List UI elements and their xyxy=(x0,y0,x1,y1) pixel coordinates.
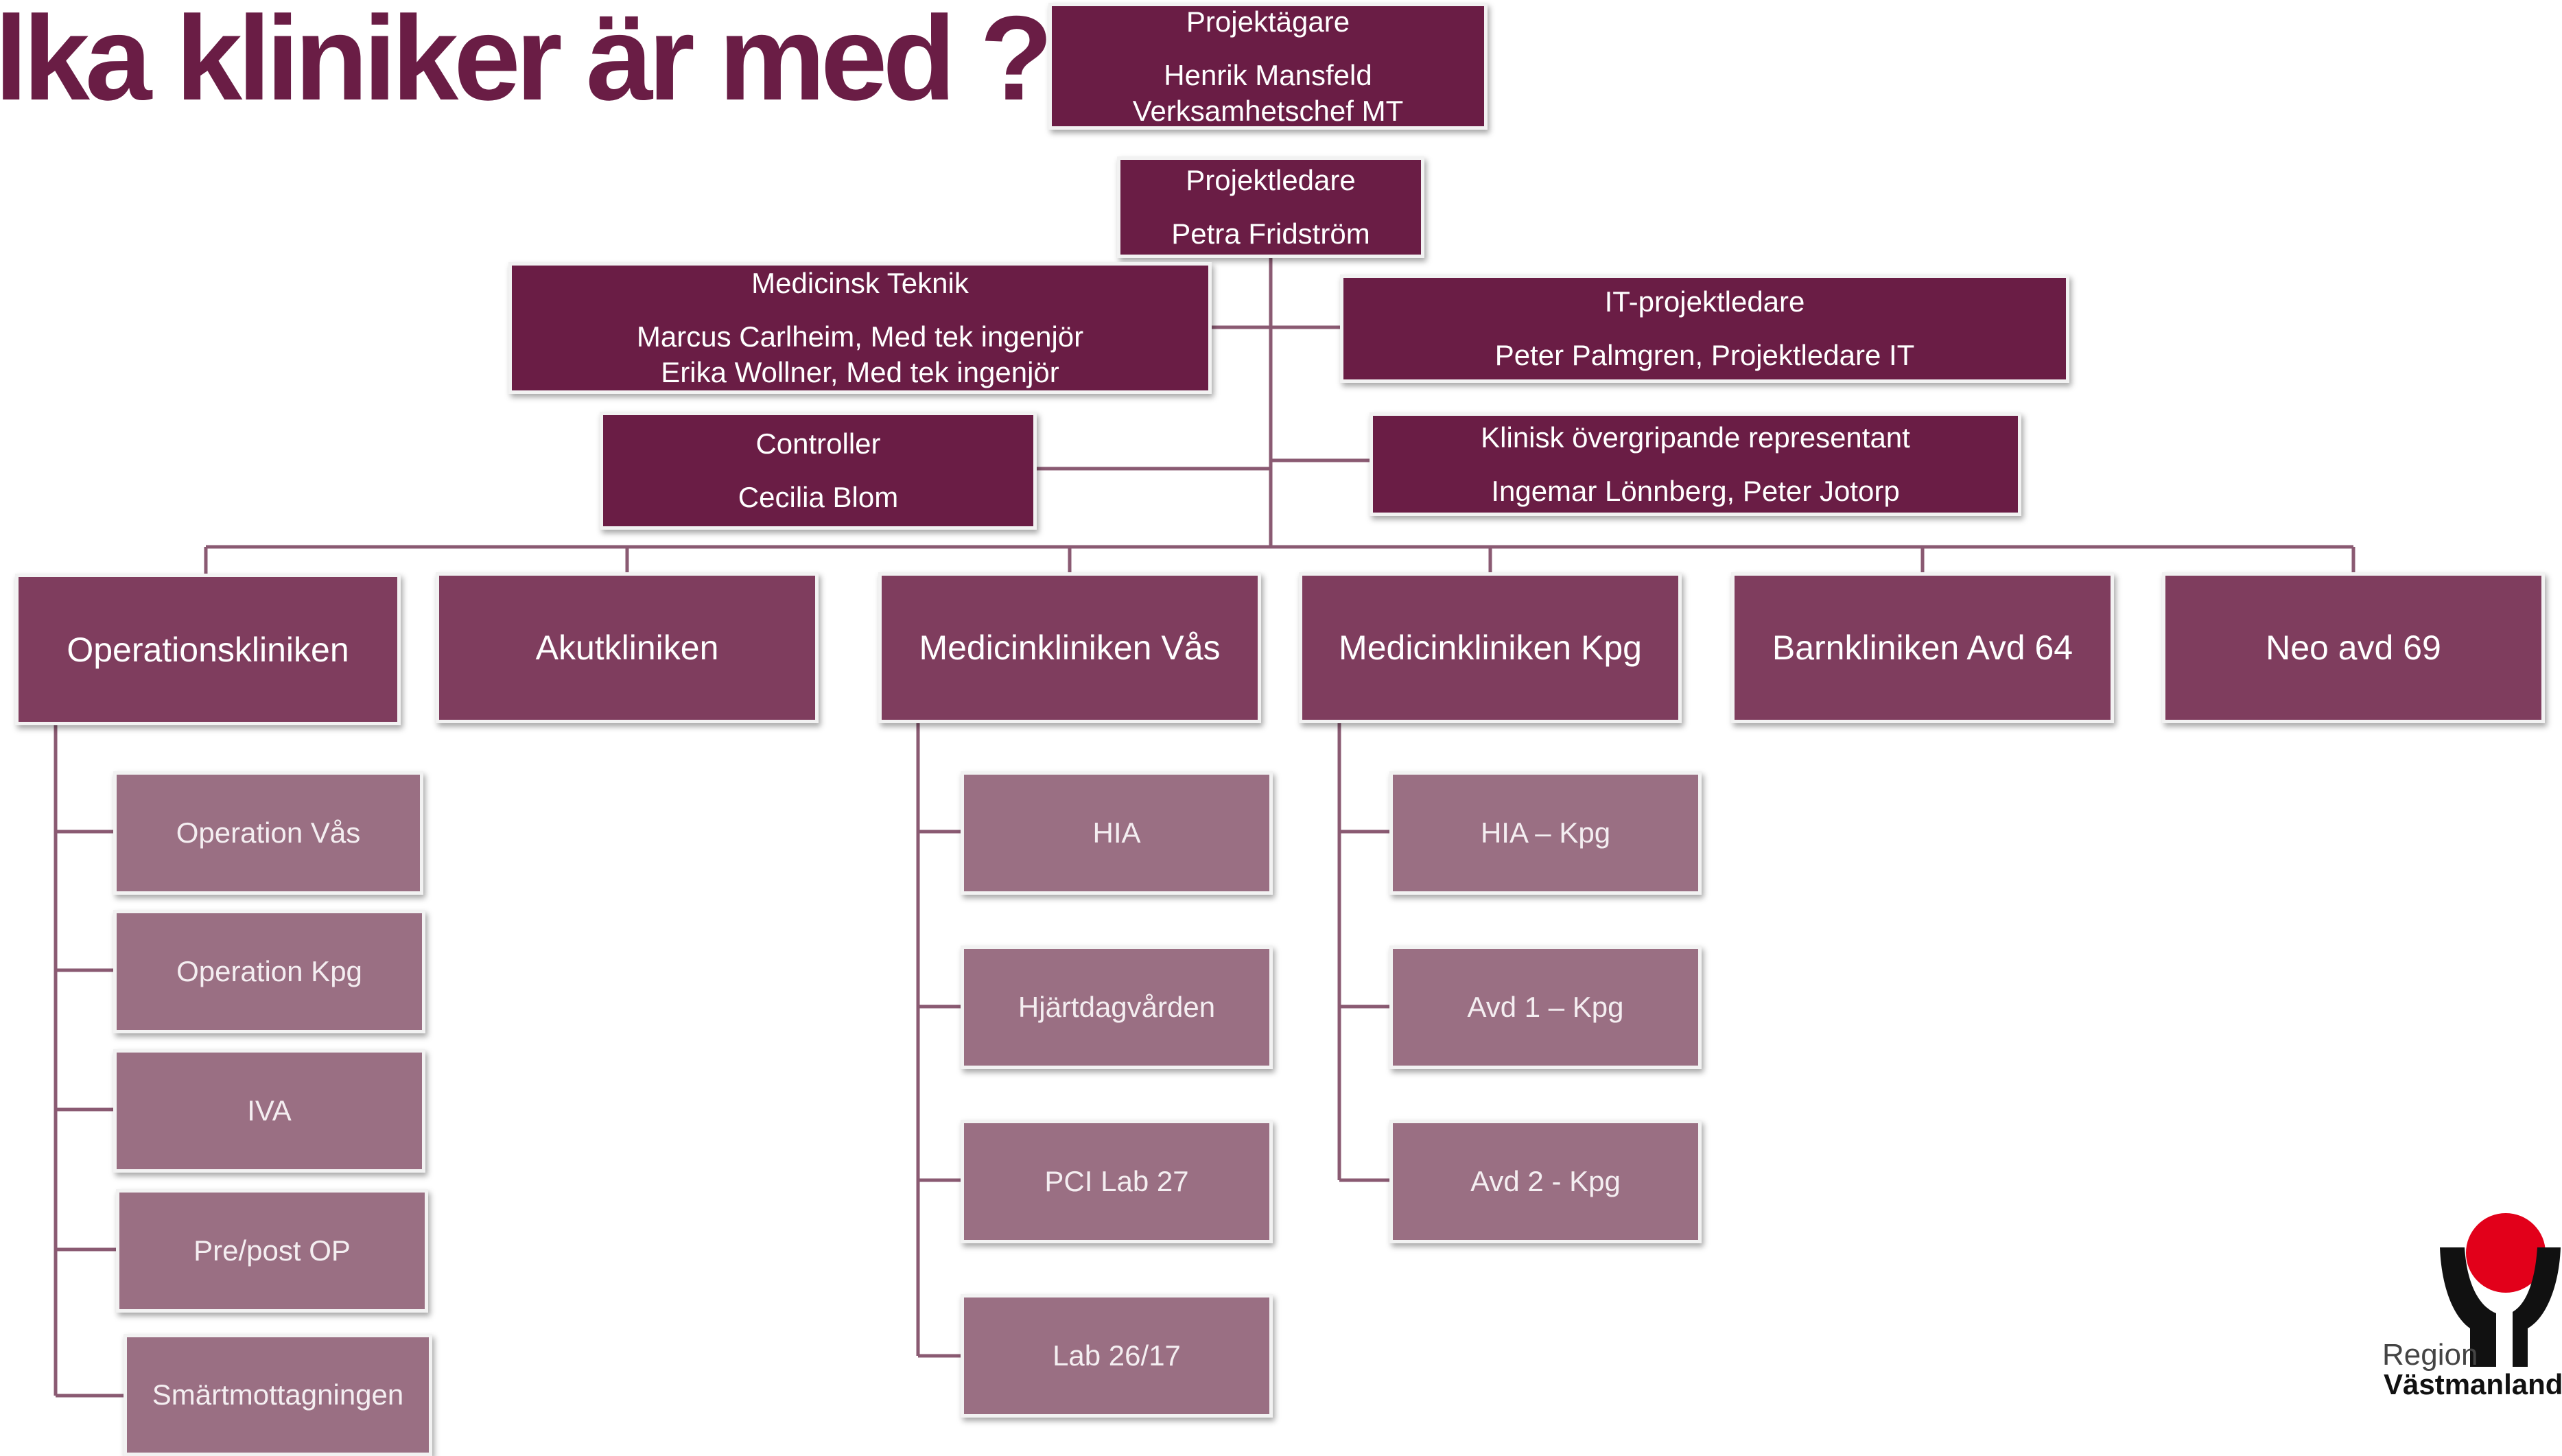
unit-label: Smärtmottagningen xyxy=(152,1378,404,1411)
logo-region-text: Region xyxy=(2382,1338,2478,1372)
clinic-medicinkliniken-kpg: Medicinkliniken Kpg xyxy=(1299,572,1682,723)
box-medicinsk-teknik: Medicinsk Teknik Marcus Carlheim, Med te… xyxy=(508,262,1212,394)
unit-label: Avd 1 – Kpg xyxy=(1467,991,1624,1023)
page-title: lka kliniker är med ? xyxy=(0,0,1053,126)
person-name: Marcus Carlheim, Med tek ingenjör xyxy=(636,320,1084,353)
person-name: Cecilia Blom xyxy=(738,481,899,513)
clinic-label: Operationskliniken xyxy=(67,630,349,669)
unit-label: HIA – Kpg xyxy=(1480,817,1611,849)
clinic-barnkliniken: Barnkliniken Avd 64 xyxy=(1731,572,2114,723)
person-title: Verksamhetschef MT xyxy=(1132,94,1404,127)
unit-smartmottagningen: Smärtmottagningen xyxy=(124,1334,432,1456)
clinic-label: Medicinkliniken Vås xyxy=(919,629,1221,667)
unit-avd1-kpg: Avd 1 – Kpg xyxy=(1389,946,1702,1069)
role-label: Projektägare xyxy=(1186,5,1350,38)
role-label: IT-projektledare xyxy=(1604,285,1805,318)
box-controller: Controller Cecilia Blom xyxy=(600,412,1037,530)
clinic-neo-avd-69: Neo avd 69 xyxy=(2162,572,2545,723)
unit-label: Pre/post OP xyxy=(193,1234,351,1267)
clinic-label: Medicinkliniken Kpg xyxy=(1339,629,1642,667)
unit-hia: HIA xyxy=(961,771,1273,895)
clinic-operationskliniken: Operationskliniken xyxy=(15,574,401,725)
region-logo-icon xyxy=(2440,1213,2561,1367)
role-label: Controller xyxy=(755,427,881,460)
clinic-akutkliniken: Akutkliniken xyxy=(436,572,819,723)
person-name: Ingemar Lönnberg, Peter Jotorp xyxy=(1491,474,1900,507)
unit-label: Avd 2 - Kpg xyxy=(1470,1165,1621,1197)
unit-label: Lab 26/17 xyxy=(1053,1339,1181,1372)
unit-label: Operation Kpg xyxy=(176,955,362,987)
unit-label: IVA xyxy=(247,1094,292,1127)
unit-operation-vas: Operation Vås xyxy=(113,771,423,895)
unit-label: PCI Lab 27 xyxy=(1044,1165,1189,1197)
clinic-medicinkliniken-vas: Medicinkliniken Vås xyxy=(878,572,1261,723)
unit-label: Hjärtdagvården xyxy=(1018,991,1216,1023)
unit-lab-26-17: Lab 26/17 xyxy=(961,1294,1273,1418)
unit-avd2-kpg: Avd 2 - Kpg xyxy=(1389,1120,1702,1243)
unit-pre-post-op: Pre/post OP xyxy=(116,1189,428,1313)
unit-pci-lab-27: PCI Lab 27 xyxy=(961,1120,1273,1243)
unit-operation-kpg: Operation Kpg xyxy=(113,910,425,1033)
person-name: Erika Wollner, Med tek ingenjör xyxy=(661,356,1059,388)
role-label: Medicinsk Teknik xyxy=(751,267,969,299)
unit-label: Operation Vås xyxy=(176,817,361,849)
clinic-label: Barnkliniken Avd 64 xyxy=(1772,629,2073,667)
unit-hjartdagvarden: Hjärtdagvården xyxy=(961,946,1273,1069)
clinic-label: Neo avd 69 xyxy=(2266,629,2441,667)
role-label: Projektledare xyxy=(1186,164,1356,196)
unit-iva: IVA xyxy=(113,1049,425,1173)
box-klinisk-representant: Klinisk övergripande representant Ingema… xyxy=(1370,412,2021,516)
box-projektledare: Projektledare Petra Fridström xyxy=(1117,156,1424,258)
person-name: Petra Fridström xyxy=(1171,218,1370,250)
box-it-projektledare: IT-projektledare Peter Palmgren, Projekt… xyxy=(1340,274,2069,383)
logo-vastmanland-text: Västmanland xyxy=(2384,1368,2562,1400)
box-projektagare: Projektägare Henrik Mansfeld Verksamhets… xyxy=(1048,3,1488,130)
clinic-label: Akutkliniken xyxy=(535,629,719,667)
role-label: Klinisk övergripande representant xyxy=(1481,421,1910,454)
person-name: Peter Palmgren, Projektledare IT xyxy=(1494,339,1915,371)
person-name: Henrik Mansfeld xyxy=(1164,58,1372,91)
unit-label: HIA xyxy=(1092,817,1141,849)
unit-hia-kpg: HIA – Kpg xyxy=(1389,771,1702,895)
